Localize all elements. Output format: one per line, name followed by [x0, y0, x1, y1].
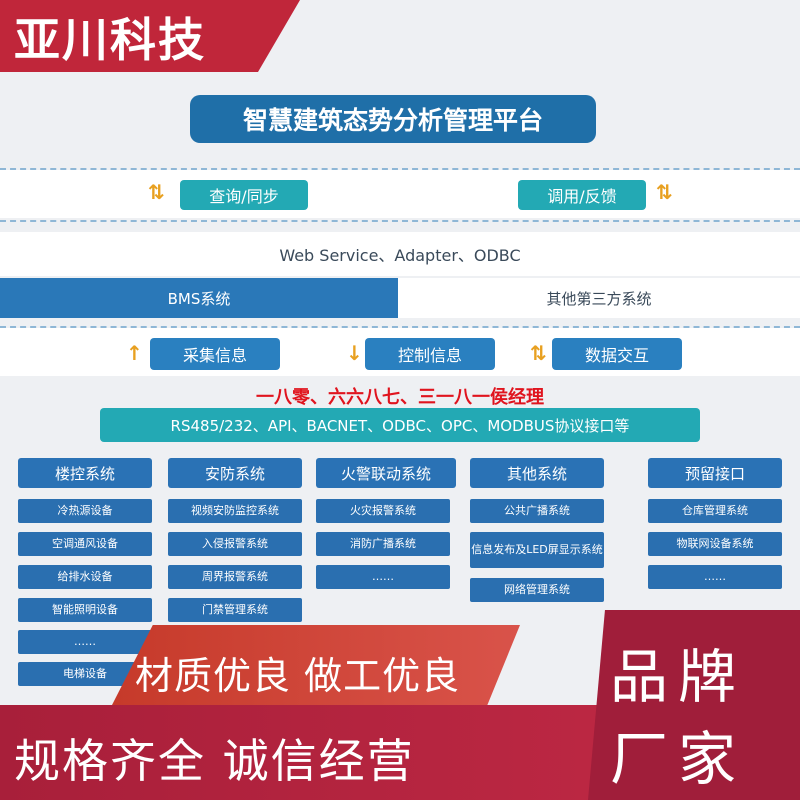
column-header-fire-alarm: 火警联动系统: [316, 458, 456, 488]
call-feedback-button: 调用/反馈: [518, 180, 646, 210]
promo-right-line-1: 品牌: [610, 643, 747, 711]
promo-middle-text: 材质优良 做工优良: [135, 654, 461, 698]
up-down-arrow-icon: ⇅: [148, 180, 165, 204]
down-arrow-icon: ↓: [346, 341, 363, 365]
list-item: 消防广播系统: [316, 532, 450, 556]
promo-right-line-2: 厂家: [610, 725, 747, 793]
list-item: 智能照明设备: [18, 598, 152, 622]
brand-banner: [0, 0, 300, 72]
up-arrow-icon: ↑: [126, 341, 143, 365]
list-item: 火灾报警系统: [316, 499, 450, 523]
bms-system: BMS系统: [0, 278, 398, 318]
list-item: 视频安防监控系统: [168, 499, 302, 523]
up-down-arrow-icon: ⇅: [656, 180, 673, 204]
brand-name: 亚川科技: [14, 13, 206, 67]
list-item: 入侵报警系统: [168, 532, 302, 556]
query-sync-button: 查询/同步: [180, 180, 308, 210]
divider-line: [0, 220, 800, 222]
up-down-arrow-icon: ⇅: [530, 341, 547, 365]
list-item: 公共广播系统: [470, 499, 604, 523]
list-item: 门禁管理系统: [168, 598, 302, 622]
divider-line: [0, 326, 800, 328]
column-header-security: 安防系统: [168, 458, 302, 488]
list-item: 仓库管理系统: [648, 499, 782, 523]
list-item: 空调通风设备: [18, 532, 152, 556]
column-header-other-systems: 其他系统: [470, 458, 604, 488]
third-party-system: 其他第三方系统: [398, 278, 800, 318]
data-exchange-button: 数据交互: [552, 338, 682, 370]
platform-title: 智慧建筑态势分析管理平台: [190, 95, 596, 143]
control-info-button: 控制信息: [365, 338, 495, 370]
list-item: 给排水设备: [18, 565, 152, 589]
promo-bottom-text: 规格齐全 诚信经营: [14, 734, 415, 788]
column-header-reserved-interface: 预留接口: [648, 458, 782, 488]
list-item: 网络管理系统: [470, 578, 604, 602]
sync-band: [0, 170, 800, 218]
list-item: ……: [18, 630, 152, 654]
promo-right-panel: [588, 610, 800, 800]
promo-middle-banner: [112, 625, 520, 705]
list-item: ……: [316, 565, 450, 589]
list-item: ……: [648, 565, 782, 589]
divider-line: [0, 168, 800, 170]
list-item: 冷热源设备: [18, 499, 152, 523]
column-header-building-control: 楼控系统: [18, 458, 152, 488]
collect-info-button: 采集信息: [150, 338, 280, 370]
list-item: 周界报警系统: [168, 565, 302, 589]
protocol-row: Web Service、Adapter、ODBC: [0, 232, 800, 276]
contact-overlay-text: 一八零、六六八七、三一八一侯经理: [256, 387, 544, 408]
list-item: 信息发布及LED屏显示系统: [470, 532, 604, 568]
list-item: 物联网设备系统: [648, 532, 782, 556]
interface-bar: RS485/232、API、BACNET、ODBC、OPC、MODBUS协议接口…: [100, 408, 700, 442]
